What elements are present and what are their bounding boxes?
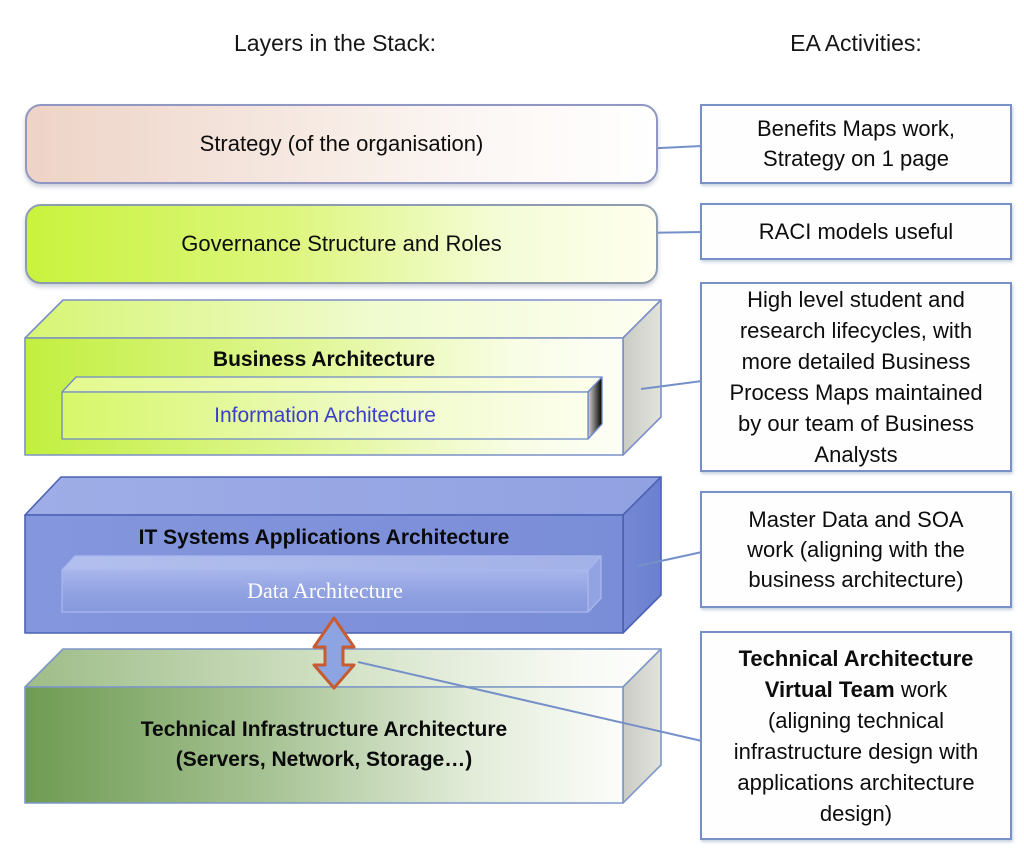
activity-master-data-text: Master Data and SOA work (aligning with … bbox=[747, 506, 965, 592]
information-architecture-label: Information Architecture bbox=[214, 403, 436, 427]
activity-benefits-line-2: Strategy on 1 page bbox=[763, 146, 949, 171]
activity-technical-team-bold: Technical Architecture Virtual Team bbox=[738, 645, 974, 702]
it-systems-box bbox=[24, 476, 662, 634]
activity-technical-team: Technical Architecture Virtual Team work… bbox=[700, 631, 1012, 840]
activity-raci-models: RACI models useful bbox=[700, 203, 1012, 260]
activity-benefits-maps: Benefits Maps work, Strategy on 1 page bbox=[700, 104, 1012, 184]
activity-benefits-line-1: Benefits Maps work, bbox=[756, 116, 956, 141]
technical-box-front-face bbox=[24, 686, 624, 804]
technical-title-line-2: (Servers, Network, Storage…) bbox=[175, 748, 473, 771]
governance-layer bbox=[25, 204, 658, 284]
technical-infrastructure-title: Technical Infrastructure Architecture (S… bbox=[25, 710, 623, 780]
information-box-front-face bbox=[61, 391, 589, 440]
data-architecture-label: Data Architecture bbox=[247, 577, 403, 603]
technical-title-line-1: Technical Infrastructure Architecture bbox=[140, 718, 508, 741]
data-box-top-face bbox=[61, 555, 602, 571]
governance-layer-label: Governance Structure and Roles bbox=[181, 231, 502, 256]
data-architecture-box bbox=[61, 555, 602, 613]
activity-master-data: Master Data and SOA work (aligning with … bbox=[700, 491, 1012, 608]
strategy-layer-label: Strategy (of the organisation) bbox=[199, 131, 484, 156]
activity-technical-team-text: Technical Architecture Virtual Team work… bbox=[726, 643, 986, 829]
business-box-top-face bbox=[24, 299, 662, 339]
activity-raci-text: RACI models useful bbox=[758, 218, 954, 244]
it-systems-title: IT Systems Applications Architecture bbox=[138, 526, 510, 549]
business-architecture-title: Business Architecture bbox=[212, 348, 436, 371]
data-box-front-face bbox=[61, 569, 589, 613]
it-box-top-face bbox=[24, 476, 662, 516]
strategy-layer bbox=[25, 104, 658, 184]
activity-lifecycles: High level student and research lifecycl… bbox=[700, 282, 1012, 472]
activity-technical-team-rest: work (aligning technical infrastructure … bbox=[733, 676, 979, 826]
information-box-top-face bbox=[61, 376, 603, 393]
bidirectional-arrow-icon bbox=[312, 616, 356, 690]
connector-it-systems bbox=[637, 551, 703, 567]
connector-business bbox=[640, 380, 703, 390]
right-column-header: EA Activities: bbox=[790, 29, 922, 56]
left-column-header: Layers in the Stack: bbox=[234, 29, 436, 56]
activity-lifecycles-text: High level student and research lifecycl… bbox=[729, 287, 983, 467]
connector-technical bbox=[357, 661, 703, 742]
information-architecture-box bbox=[61, 376, 603, 440]
business-architecture-box bbox=[24, 299, 662, 456]
